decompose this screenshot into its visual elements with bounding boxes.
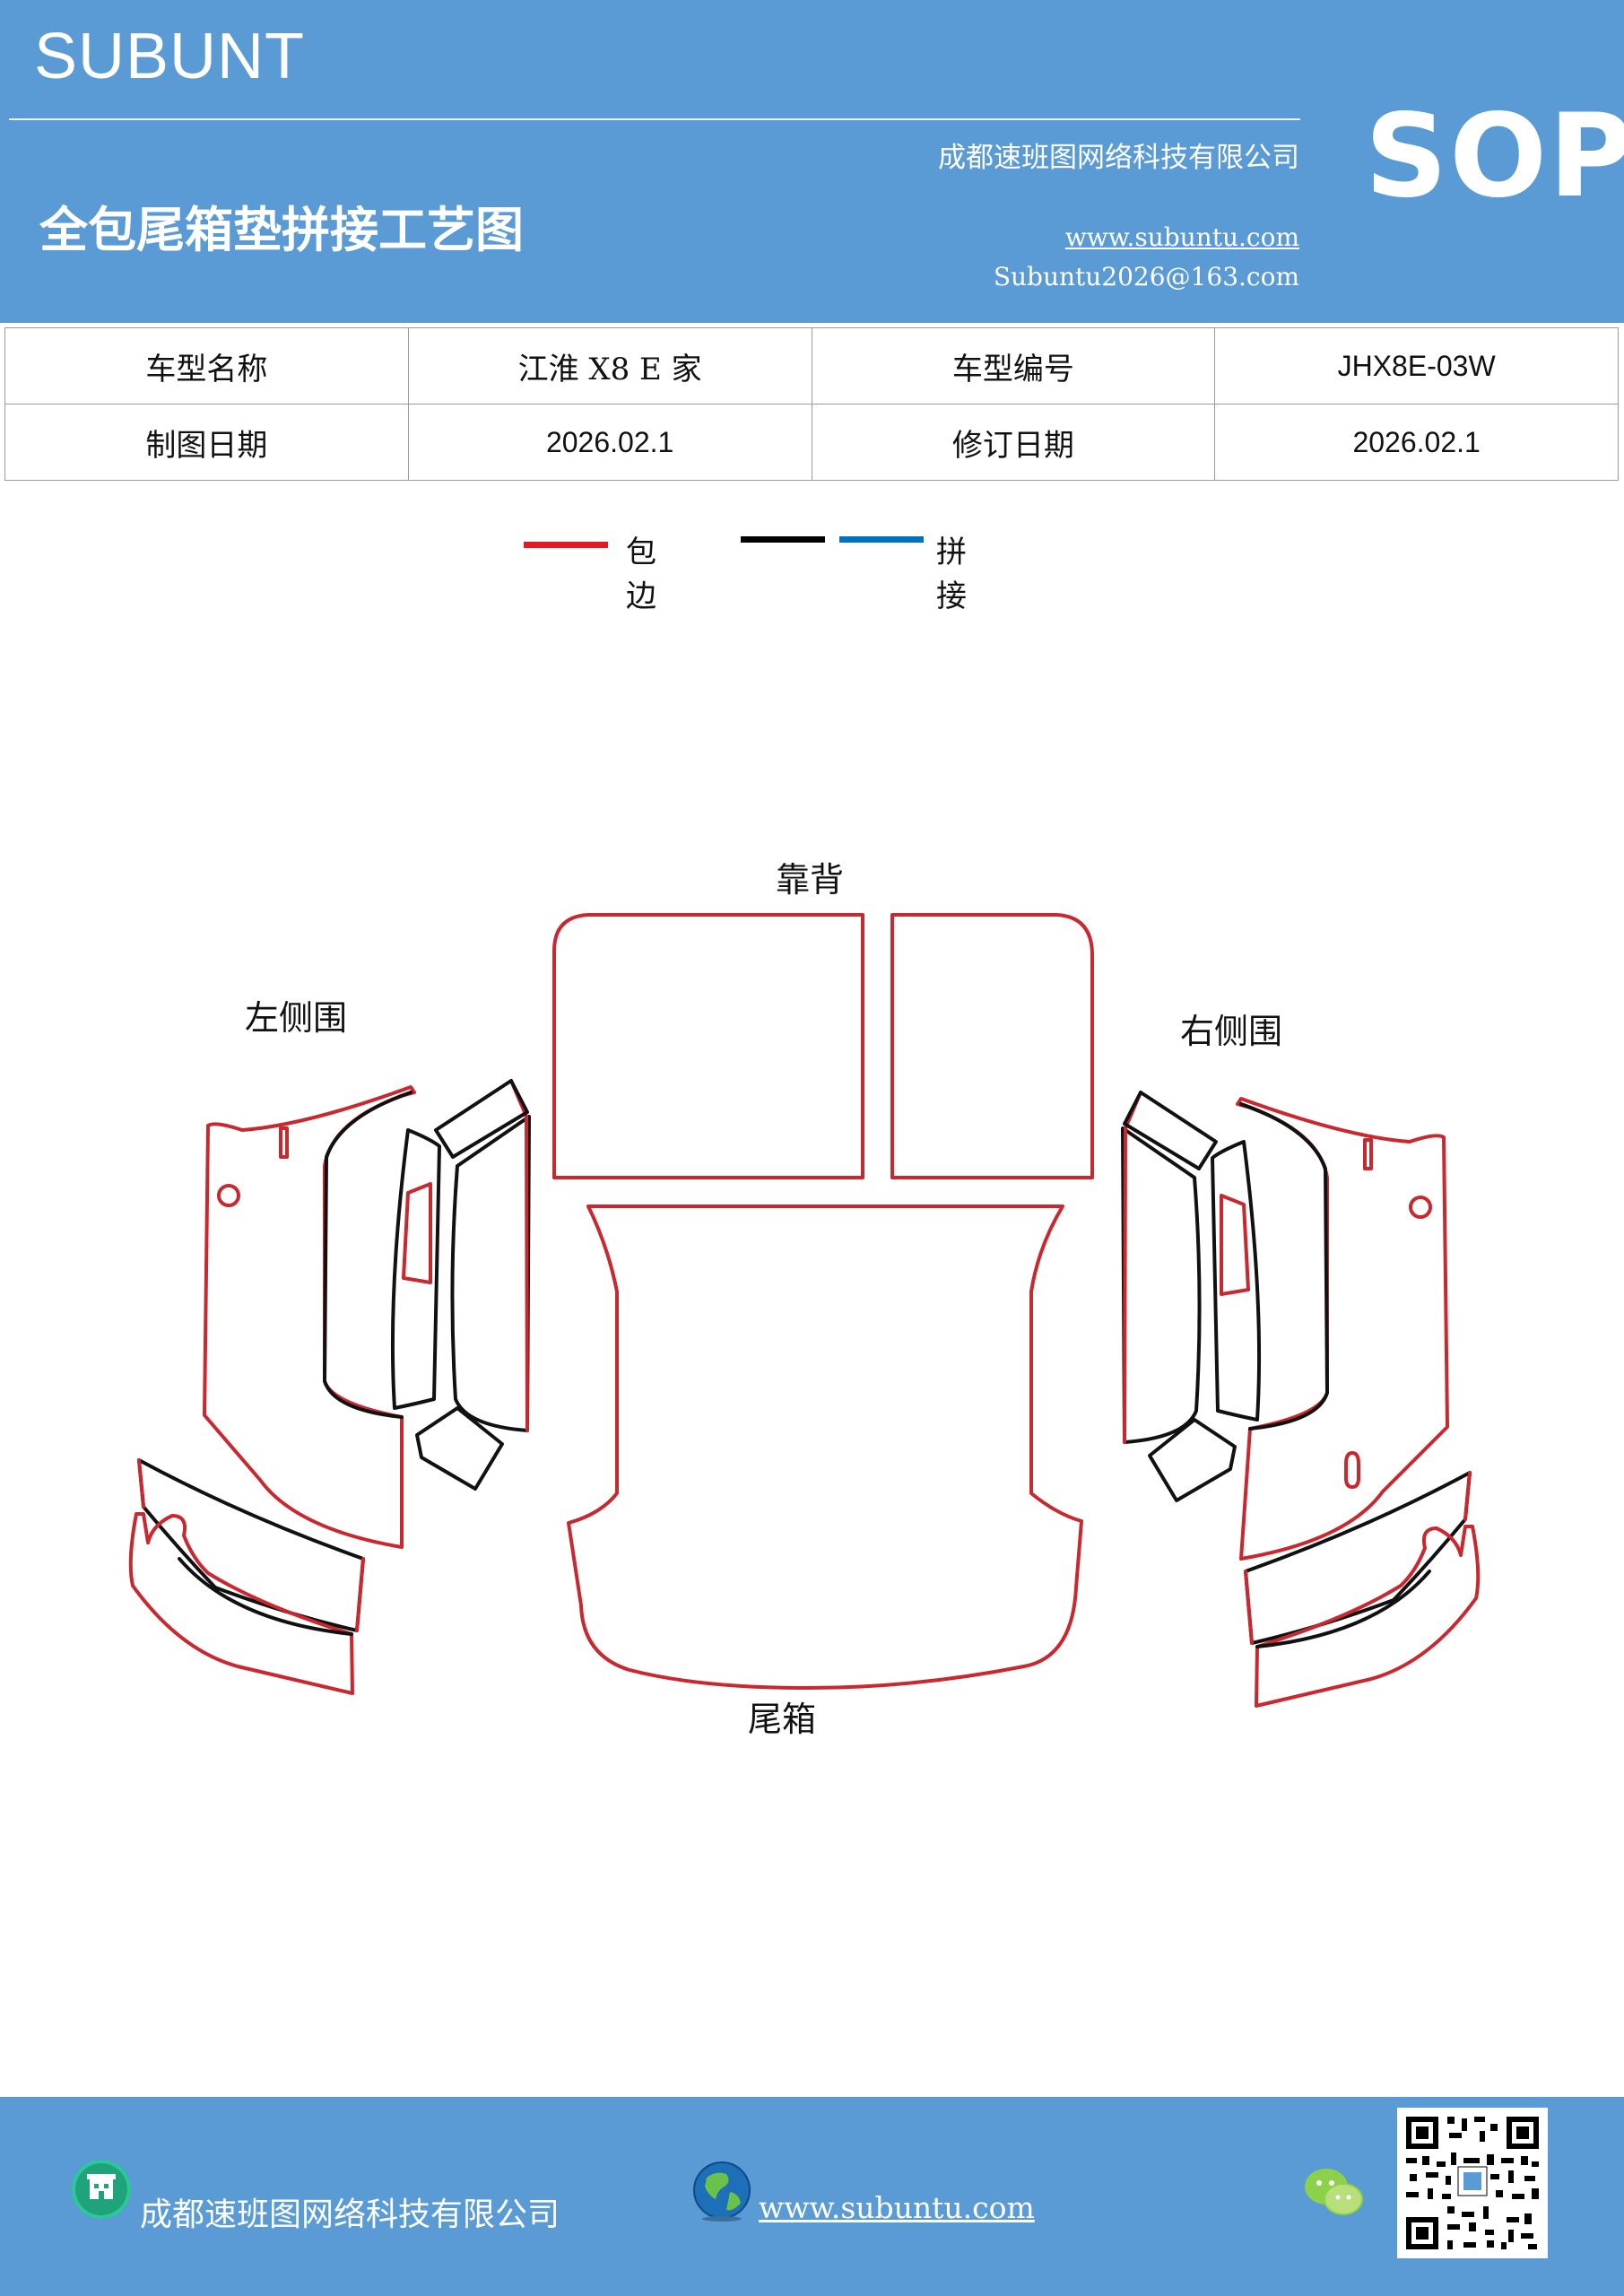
right-main-seam [1239, 1102, 1329, 1431]
revise-date-label: 修订日期 [811, 404, 1216, 481]
right-slot-small [1344, 1451, 1360, 1489]
label-backrest: 靠背 [776, 860, 844, 900]
left-lower-panel-b [128, 1512, 354, 1695]
building-icon [72, 2160, 131, 2219]
left-bottom-tab [415, 1406, 504, 1491]
globe-icon [693, 2161, 751, 2222]
right-bottom-tab [1148, 1418, 1237, 1502]
footer-company: 成都速班图网络科技有限公司 [140, 2196, 560, 2233]
model-code-label: 车型编号 [811, 327, 1216, 404]
header-banner: SUBUNT 成都速班图网络科技有限公司 全包尾箱垫拼接工艺图 www.subu… [0, 0, 1624, 323]
legend-edge-swatch [524, 542, 608, 548]
brand-name: SUBUNT [34, 21, 306, 92]
label-trunk: 尾箱 [748, 1700, 816, 1739]
header-company: 成都速班图网络科技有限公司 [938, 142, 1299, 174]
table-row: 制图日期 2026.02.1 修订日期 2026.02.1 [4, 404, 1619, 481]
right-hole [1409, 1196, 1432, 1219]
left-inner-strip [450, 1115, 531, 1432]
left-lower-panel-a [137, 1458, 365, 1632]
right-lower-panel-b [1255, 1525, 1481, 1708]
right-main-panel [1236, 1097, 1449, 1561]
right-slot [1363, 1138, 1373, 1170]
backrest-left-panel [552, 913, 864, 1179]
header-email[interactable]: Subuntu2026@163.com [993, 262, 1299, 291]
header-website-link[interactable]: www.subuntu.com [1064, 222, 1299, 252]
left-main-seam [323, 1091, 413, 1419]
table-row: 车型名称 江淮 X8 E 家 车型编号 JHX8E-03W [4, 327, 1619, 404]
left-slot [279, 1126, 289, 1159]
trunk-floor-panel [567, 1205, 1083, 1690]
left-lower-seam-b [178, 1557, 353, 1636]
model-name-label: 车型名称 [4, 327, 409, 404]
document-title: 全包尾箱垫拼接工艺图 [39, 202, 524, 258]
left-top-tab [434, 1079, 529, 1159]
sop-badge: SOP [1365, 90, 1624, 223]
left-inner-edge [509, 1079, 529, 1432]
label-right-side: 右侧围 [1180, 1012, 1282, 1051]
right-lower-panel-a-edge [1244, 1471, 1472, 1645]
draw-date-value: 2026.02.1 [407, 404, 812, 481]
model-name-value: 江淮 X8 E 家 [407, 327, 812, 404]
right-lower-seam-b [1255, 1570, 1431, 1648]
revise-date-value: 2026.02.1 [1214, 404, 1619, 481]
left-main-panel [203, 1085, 416, 1549]
right-mid-slot [1220, 1194, 1250, 1296]
right-inner-edge [1123, 1091, 1142, 1444]
right-top-tab [1123, 1091, 1218, 1170]
right-mid-strip [1211, 1140, 1262, 1422]
legend-black-swatch [741, 536, 825, 543]
right-inner-strip [1121, 1126, 1202, 1444]
draw-date-label: 制图日期 [4, 404, 409, 481]
right-lower-panel-a [1244, 1471, 1472, 1645]
left-mid-strip [390, 1128, 441, 1410]
left-hole [217, 1184, 240, 1207]
legend-splice-label: 拼接 [936, 535, 967, 614]
footer-website-link[interactable]: www.subuntu.com [759, 2190, 1035, 2225]
left-lower-panel-a-edge [137, 1458, 365, 1632]
wechat-icon[interactable] [1302, 2165, 1365, 2219]
model-code-value: JHX8E-03W [1214, 327, 1619, 404]
left-mid-slot [402, 1182, 432, 1284]
qr-code[interactable] [1397, 2108, 1548, 2258]
header-divider [9, 118, 1300, 120]
legend-splice-swatch [839, 536, 924, 543]
label-left-side: 左侧围 [245, 998, 347, 1038]
vehicle-info-table: 车型名称 江淮 X8 E 家 车型编号 JHX8E-03W 制图日期 2026.… [4, 327, 1619, 481]
footer-banner: 成都速班图网络科技有限公司 www.subuntu.com [0, 2097, 1624, 2296]
legend-edge-label: 包边 [626, 535, 656, 614]
backrest-right-panel [890, 913, 1094, 1179]
